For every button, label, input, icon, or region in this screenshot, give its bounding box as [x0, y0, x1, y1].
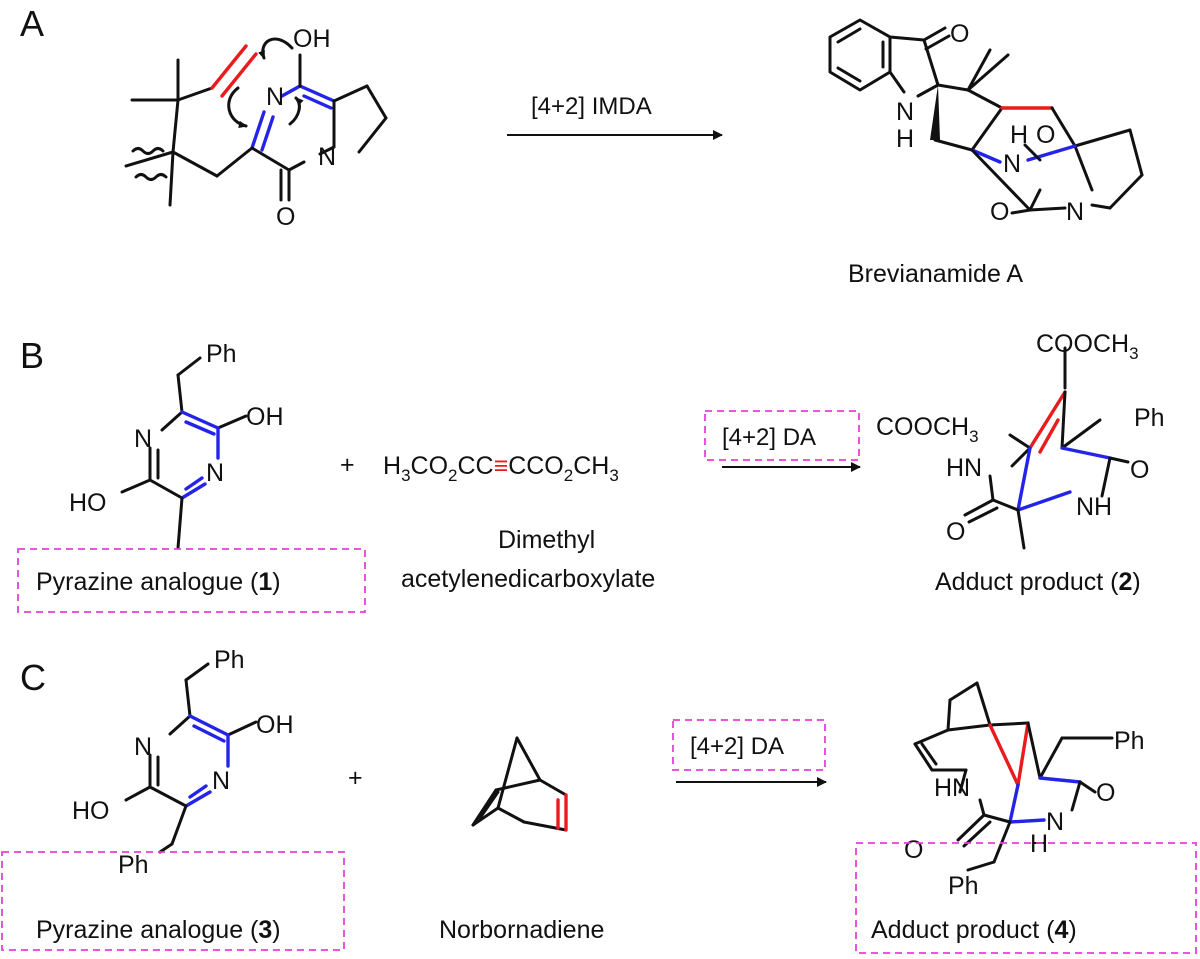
adduct-4-highlight-box: [855, 842, 1197, 954]
atom-ph-top: Ph: [214, 646, 245, 674]
pyrazine-1-highlight-box: [17, 548, 366, 613]
dmad-name-line2: acetylenedicarboxylate: [401, 565, 655, 593]
atom-n-ring: N: [318, 143, 336, 171]
pyrazine-3-highlight-box: [1, 851, 345, 951]
atom-n-amide: N: [1046, 808, 1064, 836]
imda-precursor-structure: OH N N O: [124, 25, 388, 231]
imda-arrow: [4+2] IMDA: [507, 93, 723, 140]
atom-o-left: O: [946, 518, 965, 546]
atom-ph-bottom: Ph: [118, 851, 149, 879]
panel-label-b: B: [20, 335, 44, 376]
atom-o-carbonyl: O: [276, 203, 295, 231]
adduct-4-structure: Ph HN O N H O Ph: [904, 681, 1145, 900]
panel-label-a: A: [20, 3, 44, 44]
brevianamide-a-label: Brevianamide A: [848, 260, 1023, 288]
atom-ph: Ph: [206, 340, 237, 368]
atom-ph-bottom: Ph: [948, 872, 979, 900]
dmad-formula: H3CO2CC≡CCO2CH3: [383, 452, 619, 485]
norbornadiene-label: Norbornadiene: [439, 916, 604, 944]
atom-h-bridge: H: [1010, 121, 1028, 149]
diels-alder-arrow-c: [4+2] DA: [672, 719, 827, 787]
condition-highlight-box-c: [672, 719, 826, 771]
pyrazine-3-structure: Ph OH N N HO Ph: [72, 646, 294, 879]
atom-h-indole: H: [896, 125, 914, 153]
atom-o-left: O: [904, 836, 923, 864]
atom-o-lactam: O: [990, 198, 1009, 226]
atom-o-ketone: O: [950, 20, 969, 48]
atom-o-right: O: [1096, 779, 1115, 807]
atom-o-bridge: O: [1036, 121, 1055, 149]
norbornadiene-structure: [471, 736, 568, 832]
atom-ph-product: Ph: [1134, 404, 1165, 432]
da-condition-label-c: [4+2] DA: [690, 733, 784, 760]
atom-cooch3-top: COOCH3: [1036, 330, 1139, 363]
plus-sign-c: +: [348, 764, 363, 792]
imda-condition-label: [4+2] IMDA: [531, 93, 652, 120]
da-condition-label-b: [4+2] DA: [722, 424, 816, 451]
adduct-2-label: Adduct product (2): [935, 568, 1141, 596]
atom-hn: HN: [946, 454, 982, 482]
diels-alder-arrow-b: [4+2] DA: [704, 410, 861, 472]
atom-n-left: N: [134, 733, 152, 761]
atom-hn: HN: [934, 774, 970, 802]
atom-n-indole: N: [896, 98, 914, 126]
pyrazine-1-structure: Ph OH N N HO: [69, 340, 284, 550]
atom-n-imine: N: [266, 83, 284, 111]
atom-n-right: N: [212, 767, 230, 795]
atom-oh: OH: [293, 25, 331, 53]
atom-cooch3-left: COOCH3: [876, 413, 979, 446]
atom-oh: OH: [256, 711, 294, 739]
atom-o-right: O: [1130, 456, 1149, 484]
panel-label-c: C: [20, 657, 46, 698]
atom-n-right: N: [206, 459, 224, 487]
adduct-4-label: Adduct product (4): [871, 916, 1077, 944]
atom-ho: HO: [69, 489, 107, 517]
adduct-2-structure: COOCH3 COOCH3 Ph HN O NH O: [876, 330, 1165, 550]
atom-h-amide: H: [1030, 830, 1048, 858]
dmad-name-line1: Dimethyl: [498, 526, 595, 554]
atom-nh: NH: [1076, 493, 1112, 521]
atom-n-bridge: N: [1003, 150, 1021, 178]
atom-n-left: N: [134, 425, 152, 453]
atom-ho: HO: [72, 797, 110, 825]
pyrazine-3-label: Pyrazine analogue (3): [36, 916, 281, 944]
atom-oh: OH: [246, 403, 284, 431]
brevianamide-a-structure: O N H H N O N O: [828, 18, 1144, 226]
plus-sign-b: +: [340, 451, 355, 479]
condition-highlight-box-b: [704, 410, 860, 461]
atom-ph-top: Ph: [1114, 727, 1145, 755]
atom-n-pyrrolidine: N: [1066, 198, 1084, 226]
pyrazine-1-label: Pyrazine analogue (1): [36, 568, 281, 596]
